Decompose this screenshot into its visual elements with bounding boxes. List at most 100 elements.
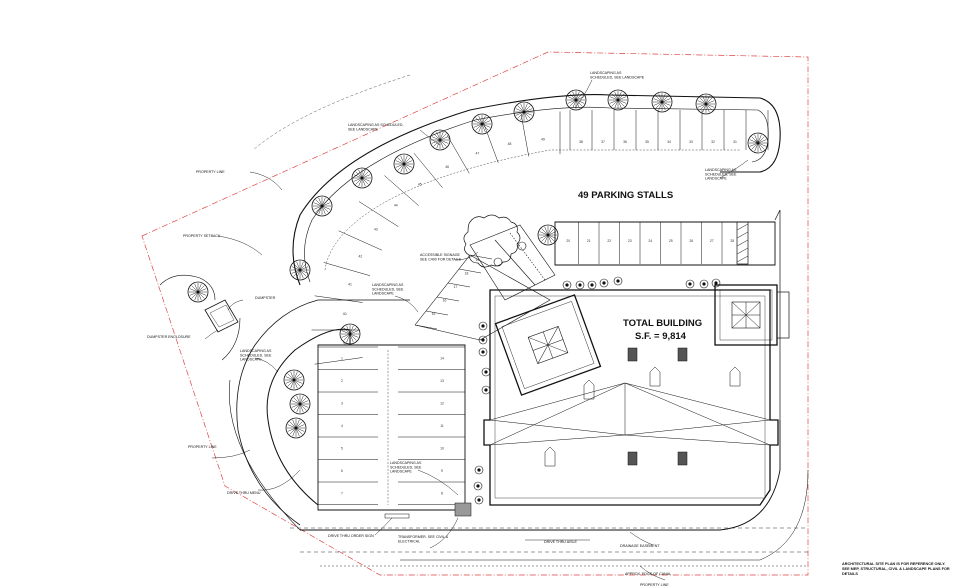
stall-line	[323, 262, 371, 276]
stall-number: 17	[454, 285, 458, 289]
stall-number: 27	[710, 239, 714, 243]
stall-number: 34	[667, 140, 671, 144]
stall-line	[338, 230, 383, 251]
tree-icon	[285, 417, 307, 439]
stall-number: 45	[418, 183, 422, 187]
rooftop-units	[627, 347, 688, 466]
tree-icon	[289, 259, 311, 281]
shrub-icon	[587, 280, 597, 290]
tree-icon	[283, 369, 305, 391]
stall-number: 28	[730, 239, 734, 243]
building-title: TOTAL BUILDING	[623, 318, 702, 329]
tree-icon	[513, 101, 535, 123]
right-tower	[714, 284, 790, 346]
stall-number: 11	[440, 424, 444, 428]
disclaimer-line-2: SEE MEP, STRUCTURAL, CIVIL & LANDSCAPE P…	[842, 567, 950, 576]
stall-number: 16	[443, 299, 447, 303]
right-edge-curb	[774, 209, 781, 420]
stall-line	[436, 296, 460, 302]
stall-number: 44	[394, 204, 398, 208]
note-edge-of-canal: APPROX. EDGE OF CANAL	[625, 572, 671, 576]
stall-number: 23	[628, 239, 632, 243]
stall-number: 31	[733, 140, 737, 144]
stall-number: 39	[343, 342, 347, 346]
stall-lines-top-row	[569, 110, 769, 150]
shrub-icon	[699, 279, 709, 289]
stall-number: 19	[476, 258, 480, 262]
dumpster-enclosure	[204, 299, 239, 333]
stall-number: 9	[441, 469, 443, 473]
tree-icon	[187, 281, 209, 303]
stall-number: 42	[359, 254, 363, 258]
stall-number: 24	[648, 239, 652, 243]
dumpster-curb	[159, 274, 216, 301]
shrub-icon	[481, 385, 491, 395]
note-drive-thru-aisle: DRIVE THRU AISLE	[544, 540, 577, 544]
stall-number: 8	[441, 491, 443, 495]
stall-number: 40	[343, 312, 347, 316]
stall-lines-left-lot	[318, 346, 465, 505]
stall-number: 30	[755, 140, 759, 144]
shrub-icon	[473, 481, 483, 491]
stall-number: 4	[341, 424, 343, 428]
stall-number: 26	[689, 239, 693, 243]
stall-number: 3	[341, 401, 343, 405]
stall-line	[413, 153, 443, 188]
stall-number: 14	[440, 356, 444, 360]
stall-line	[425, 310, 449, 316]
stall-number: 1	[341, 356, 343, 360]
stall-number: 43	[374, 228, 378, 232]
stall-number: 15	[432, 312, 436, 316]
note-drainage-easement: DRAINAGE EASEMENT	[620, 544, 660, 548]
parking-inner-curb	[304, 106, 769, 283]
stall-number: 47	[475, 151, 479, 155]
stall-number: 7	[341, 491, 343, 495]
shrub-icon	[613, 276, 623, 286]
disclaimer-line-1: ARCHITECTURAL SITE PLAN IS FOR REFERENCE…	[842, 562, 946, 566]
note-drive-thru-order: DRIVE THRU ORDER SIGN	[328, 534, 374, 538]
shrub-icon	[478, 321, 488, 331]
shrub-icon	[575, 280, 585, 290]
stall-number: 33	[689, 140, 693, 144]
stall-number: 41	[348, 283, 352, 287]
shrub-icon	[474, 465, 484, 475]
stall-line	[483, 122, 499, 163]
stall-line	[520, 114, 529, 157]
shrub-icon	[711, 278, 721, 288]
stall-number: 35	[645, 140, 649, 144]
stall-lines-middle-row	[578, 222, 723, 264]
property-setback-line	[252, 74, 411, 151]
angled-mid-stall-lines	[414, 254, 493, 330]
far-right-curve	[400, 469, 809, 561]
left-lower-curb	[228, 379, 301, 531]
tree-icon	[393, 153, 415, 175]
stall-line	[414, 324, 438, 330]
tree-icon	[471, 113, 493, 135]
stall-number: 21	[587, 239, 591, 243]
stall-number: 12	[440, 401, 444, 405]
tree-icon	[289, 393, 311, 415]
note-property-line-1: PROPERTY LINE	[196, 170, 225, 174]
note-property-line-3: PROPERTY LINE	[640, 583, 669, 587]
stall-line	[358, 201, 399, 227]
shrub-icon	[562, 280, 572, 290]
building-footprint	[483, 289, 779, 506]
shrub-icon	[478, 347, 488, 357]
stall-number: 36	[623, 140, 627, 144]
transformer-pad	[454, 502, 472, 517]
order-sign-pad	[384, 513, 410, 519]
stall-number: 6	[341, 469, 343, 473]
tree-icon	[351, 167, 373, 189]
rotated-tower	[494, 294, 602, 396]
stall-line	[314, 357, 363, 365]
tree-icon	[695, 93, 717, 115]
stall-number: 18	[465, 271, 469, 275]
stall-lines-curve-row	[311, 111, 561, 365]
stall-number: 46	[445, 165, 449, 169]
